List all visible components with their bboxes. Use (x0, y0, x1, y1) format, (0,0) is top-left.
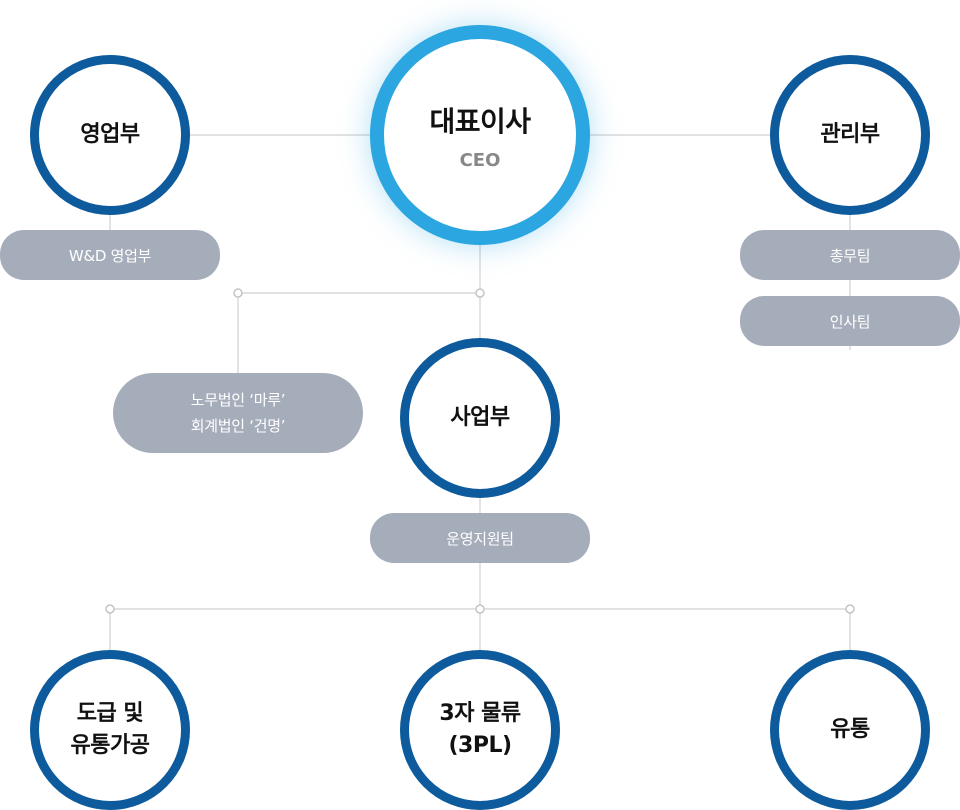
unit-label-distribution: 유통 (830, 717, 870, 742)
ceo-subtitle: CEO (459, 149, 501, 171)
business-team-pill: 운영지원팀 (370, 513, 590, 563)
admin-team-pill-2: 인사팀 (740, 296, 960, 346)
admin-dept-node: 관리부 (770, 55, 930, 215)
admin-team-label-1: 총무팀 (829, 246, 871, 265)
unit-label-3pl: 3자 물류 (3PL) (439, 701, 521, 758)
advisor-line-1: 노무법인 ‘마루’ (190, 391, 286, 409)
ceo-node: 대표이사 CEO (370, 25, 590, 245)
advisor-line-2: 회계법인 ‘건명’ (190, 417, 286, 435)
unit-node-3pl: 3자 물류 (3PL) (400, 650, 560, 810)
sales-dept-node: 영업부 (30, 55, 190, 215)
sales-team-pill: W&D 영업부 (0, 230, 220, 280)
business-dept-label: 사업부 (450, 405, 510, 430)
business-dept-node: 사업부 (400, 338, 560, 498)
admin-team-pill-1: 총무팀 (740, 230, 960, 280)
sales-team-label: W&D 영업부 (68, 246, 152, 265)
unit-label-processing: 도급 및 유통가공 (70, 701, 150, 758)
admin-team-label-2: 인사팀 (829, 312, 871, 331)
advisors-pill: 노무법인 ‘마루’ 회계법인 ‘건명’ (113, 373, 363, 453)
sales-dept-label: 영업부 (80, 122, 140, 147)
unit-node-distribution: 유통 (770, 650, 930, 810)
admin-dept-label: 관리부 (820, 122, 880, 147)
business-team-label: 운영지원팀 (446, 529, 514, 548)
ceo-title: 대표이사 (429, 104, 531, 138)
unit-node-processing: 도급 및 유통가공 (30, 650, 190, 810)
